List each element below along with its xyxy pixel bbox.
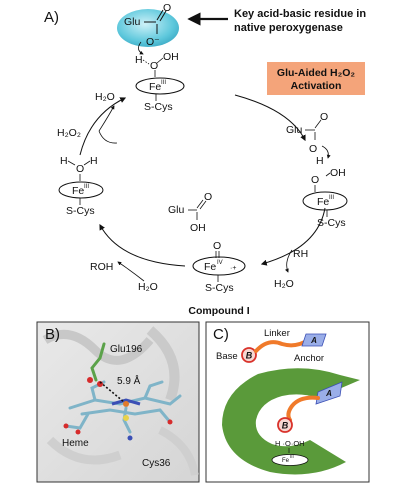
heme-left-scys: S-Cys	[66, 205, 95, 217]
base-circle-bound	[277, 417, 293, 433]
base-circle-legend	[241, 347, 257, 363]
top-h: H	[135, 54, 143, 66]
callout-line-2: native peroxygenase	[234, 22, 343, 34]
cycle-arrow-1	[234, 94, 306, 142]
glu196-label: Glu196	[110, 344, 143, 355]
heme-pocket	[271, 454, 309, 466]
heme-left-fe-ox: III	[84, 184, 89, 190]
heme-compound-fe-ox: IV	[217, 260, 223, 266]
heme-top	[135, 77, 185, 95]
activation-line-1: Glu-Aided H₂O₂	[277, 67, 355, 79]
callout-line-1: Key acid-basic residue in	[234, 8, 366, 20]
hooh-label: H ·O·OH	[275, 439, 305, 448]
distance-label: 5.9 Å	[117, 374, 141, 387]
heme-pocket-fe: Fe	[282, 458, 290, 464]
glu-label-top: Glu	[124, 16, 141, 28]
cycle-arrow-4	[79, 97, 127, 156]
heme-compound-scys: S-Cys	[205, 282, 234, 294]
heme-right	[302, 191, 348, 211]
heme-right-scys: S-Cys	[317, 217, 346, 229]
heme-left-fe: Fe	[72, 185, 84, 197]
h2o-bottom-left: H₂O	[138, 281, 158, 293]
top-oh: OH	[163, 51, 179, 63]
h2o2-left: H₂O₂	[57, 127, 81, 139]
cys36-label: Cys36	[142, 458, 171, 469]
right-carbonyl-o: O	[320, 111, 328, 123]
left-o: O	[76, 163, 84, 175]
panel-a-label: A)	[44, 9, 59, 26]
anchor-letter-bound: A	[325, 389, 332, 398]
left-h: H	[60, 155, 68, 167]
heme-left	[58, 181, 104, 199]
roh-label: ROH	[90, 261, 113, 273]
h2o-bottom-right: H₂O	[274, 278, 294, 290]
carboxylate-o: O⁻	[146, 36, 160, 48]
panel-a: A) Glu O O⁻ Key acid-basic residue in na…	[44, 2, 366, 317]
h2o-top-left: H₂O	[95, 91, 115, 103]
cycle-arrow-3	[99, 223, 186, 267]
carbonyl-o: O	[163, 2, 171, 14]
heme-label: Heme	[62, 438, 89, 449]
activation-line-2: Activation	[291, 80, 342, 92]
linker-label: Linker	[264, 328, 290, 339]
heme-compound-i	[192, 256, 246, 276]
heme-top-fe: Fe	[149, 81, 161, 93]
right-o: O	[309, 143, 317, 155]
center-glu: Glu	[168, 204, 185, 216]
heme-right-fe-ox: III	[329, 195, 334, 201]
glu-residue-bubble	[117, 9, 179, 47]
heme-pocket-fe-ox: III	[290, 454, 294, 459]
right-glu: Glu	[286, 124, 303, 136]
anchor-letter-legend: A	[310, 336, 317, 345]
distance-line	[99, 381, 125, 403]
anchor-label: Anchor	[294, 353, 324, 364]
anchor-legend	[301, 333, 327, 347]
compound-o: O	[213, 240, 221, 252]
compound-i-label: Compound I	[188, 305, 249, 317]
left-h-2: H	[90, 155, 98, 167]
protein-pocket	[222, 368, 360, 475]
iron-atom	[123, 401, 129, 407]
carbonyl-bond	[156, 9, 164, 21]
rh-label: RH	[293, 248, 308, 260]
heme-compound-fe: Fe	[204, 261, 216, 273]
heme-right-fe: Fe	[317, 196, 329, 208]
right-h: H	[316, 155, 324, 167]
base-label: Base	[216, 351, 238, 362]
panel-c-label: C)	[213, 326, 229, 343]
heme-top-fe-ox: III	[161, 80, 166, 86]
top-o: O	[150, 60, 158, 72]
panel-b: B) Glu196 5.9 Å Heme Cys36	[36, 321, 200, 483]
base-letter-legend: B	[246, 351, 253, 361]
linker-bound	[286, 395, 320, 422]
right-oh: OH	[330, 167, 346, 179]
anchor-bound	[315, 381, 343, 405]
radical-cation: ·+	[230, 265, 236, 272]
glu196-model	[90, 342, 106, 382]
cycle-arrow-2	[260, 207, 326, 266]
panel-c: C) B A Linker Base Anchor A B H ·O·OH Fe…	[205, 321, 370, 483]
linker-legend	[254, 338, 310, 353]
panel-b-label: B)	[45, 326, 60, 343]
activation-box	[267, 62, 365, 95]
base-letter-bound: B	[282, 421, 289, 431]
center-carbonyl-o: O	[204, 191, 212, 203]
heme-top-scys: S-Cys	[144, 101, 173, 113]
center-oh: OH	[190, 222, 206, 234]
right-o-2: O	[311, 174, 319, 186]
electron-arrow-top	[138, 41, 144, 55]
